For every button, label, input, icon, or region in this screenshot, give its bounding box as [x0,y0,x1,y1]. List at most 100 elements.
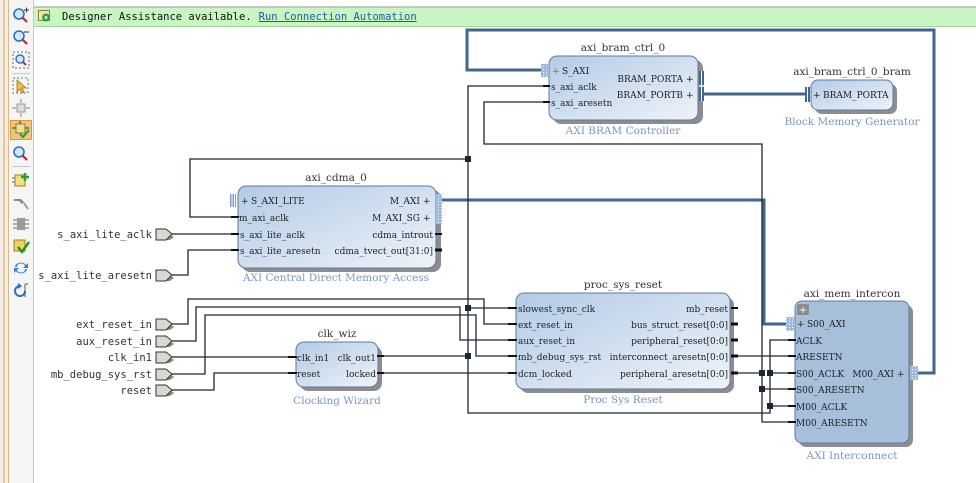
net-ext-reset-in[interactable] [172,298,516,325]
svg-text:+: + [241,197,249,207]
net-clk-to-bram-aclk[interactable] [467,85,548,159]
validate-design-button[interactable] [10,236,32,256]
junction-dot [465,305,471,311]
svg-text:+: + [686,91,694,101]
external-port-mb-debug-sys-rst[interactable]: mb_debug_sys_rst [51,368,174,381]
input-port-icon [155,318,173,331]
svg-text:M00_ARESETN: M00_ARESETN [796,419,868,429]
window-left-border [3,0,5,483]
svg-text:axi_bram_ctrl_0: axi_bram_ctrl_0 [581,42,665,54]
svg-text:M_AXI: M_AXI [390,197,421,207]
block-axi-mem-intercon[interactable]: axi_mem_intercon + + S00_AXI ACLK ARESET… [786,288,918,462]
junction-dot [759,370,765,376]
input-port-icon [155,269,173,282]
refresh-button[interactable] [10,280,32,300]
svg-text:slowest_sync_clk: slowest_sync_clk [518,305,596,315]
external-port-aux-reset-in[interactable]: aux_reset_in [76,335,174,348]
svg-text:clk_out1: clk_out1 [338,354,376,364]
net-s-axi-lite-aresetn[interactable] [172,249,237,276]
svg-text:+: + [897,370,905,380]
external-port-s-axi-lite-aresetn[interactable]: s_axi_lite_aresetn [38,269,174,282]
net-clk-to-s00aclk[interactable] [769,339,788,406]
svg-text:S00_AXI: S00_AXI [807,320,846,330]
svg-text:m_axi_aclk: m_axi_aclk [239,214,289,224]
svg-text:s_axi_aresetn: s_axi_aresetn [551,99,612,109]
zoom-out-button[interactable] [10,28,32,48]
create-port-icon [13,218,29,230]
junction-dot [767,370,773,376]
junction-dot [759,386,765,392]
net-cdma-maxi-to-s00axi[interactable] [442,198,788,326]
bus-interface-connector[interactable] [436,194,442,224]
zoom-fit-icon [12,51,30,69]
zoom-in-icon [13,7,29,23]
toolbar-separator [12,166,30,167]
svg-text:+: + [423,214,431,224]
zoom-fit-button[interactable] [10,50,32,70]
svg-text:S_AXI: S_AXI [562,67,590,77]
junction-dot [465,353,471,359]
svg-text:proc_sys_reset: proc_sys_reset [584,279,663,291]
net-mb-debug-sys-rst[interactable] [172,314,516,375]
select-area-button[interactable] [10,76,32,96]
input-port-icon [155,335,173,348]
external-port-clk-in1[interactable]: clk_in1 [108,351,174,364]
bus-interface-connector[interactable] [910,366,918,380]
bus-interface-connector[interactable] [541,64,548,77]
block-axi-bram-ctrl-0-bram[interactable]: axi_bram_ctrl_0_bram + BRAM_PORTA Block … [785,66,921,128]
svg-text:BRAM_PORTA: BRAM_PORTA [617,75,683,85]
svg-text:AXI Interconnect: AXI Interconnect [806,450,899,462]
svg-text:reset: reset [297,370,321,380]
svg-text:cdma_tvect_out[31:0]: cdma_tvect_out[31:0] [335,247,433,257]
block-clk-wiz[interactable]: clk_wiz clk_in1 reset clk_out1 locked Cl… [288,328,384,407]
svg-text:axi_mem_intercon: axi_mem_intercon [804,288,901,300]
auto-connect-button[interactable] [10,120,32,140]
run-connection-automation-link[interactable]: Run Connection Automation [258,11,417,23]
make-connection-button[interactable] [10,192,32,212]
net-aux-reset-in[interactable] [172,306,516,342]
svg-text:clk_wiz: clk_wiz [318,328,357,340]
fit-selection-icon [12,99,30,117]
block-proc-sys-reset[interactable]: proc_sys_reset slowest_sync_clk ext_rese… [508,279,738,406]
designer-assistance-banner: Designer Assistance available. Run Conne… [34,7,976,27]
add-ip-button[interactable] [10,170,32,190]
bus-interface-connector[interactable] [786,317,794,331]
fit-selection-button[interactable] [10,98,32,118]
svg-text:clk_in1: clk_in1 [108,352,152,364]
svg-text:M00_ACLK: M00_ACLK [796,403,848,413]
svg-text:+: + [423,197,431,207]
svg-text:+: + [797,320,805,330]
junction-dot [767,403,773,409]
block-axi-bram-ctrl-0[interactable]: axi_bram_ctrl_0 + S_AXI s_axi_aclk s_axi… [541,42,704,137]
net-peripheral-aresetn[interactable] [736,372,788,423]
svg-text:Clocking Wizard: Clocking Wizard [293,395,381,407]
svg-text:mb_debug_sys_rst: mb_debug_sys_rst [51,369,152,381]
net-clk-out1-trunk[interactable] [189,158,469,356]
svg-text:S00_ARESETN: S00_ARESETN [796,386,865,396]
regenerate-icon [14,262,28,274]
tab-area-edge [34,0,976,7]
svg-text:s_axi_lite_aresetn: s_axi_lite_aresetn [240,247,321,257]
external-port-s-axi-lite-aclk[interactable]: s_axi_lite_aclk [57,228,174,241]
svg-text:cdma_introut: cdma_introut [372,231,433,241]
net-peripheral-aresetn-up[interactable] [483,101,763,373]
svg-text:peripheral_reset[0:0]: peripheral_reset[0:0] [631,337,728,347]
input-port-icon [155,351,173,364]
svg-text:BRAM_PORTA: BRAM_PORTA [823,91,889,101]
svg-text:interconnect_aresetn[0:0]: interconnect_aresetn[0:0] [610,353,728,363]
expand-button[interactable]: + [797,304,809,316]
external-port-reset[interactable]: reset [120,384,174,397]
external-port-ext-reset-in[interactable]: ext_reset_in [76,318,174,331]
net-reset[interactable] [172,372,296,391]
bus-interface-connector[interactable] [230,194,236,207]
toolbar-separator [12,73,30,74]
net-m00axi-to-bram-saxi[interactable] [465,28,936,375]
search-button[interactable] [10,144,32,164]
zoom-in-button[interactable] [10,6,32,26]
input-port-icon [155,228,173,241]
create-port-button[interactable] [10,214,32,234]
regenerate-layout-button[interactable] [10,258,32,278]
svg-text:axi_bram_ctrl_0_bram: axi_bram_ctrl_0_bram [793,66,911,78]
block-axi-cdma-0[interactable]: axi_cdma_0 + S_AXI_LITE m_axi_aclk s_axi… [230,172,442,284]
